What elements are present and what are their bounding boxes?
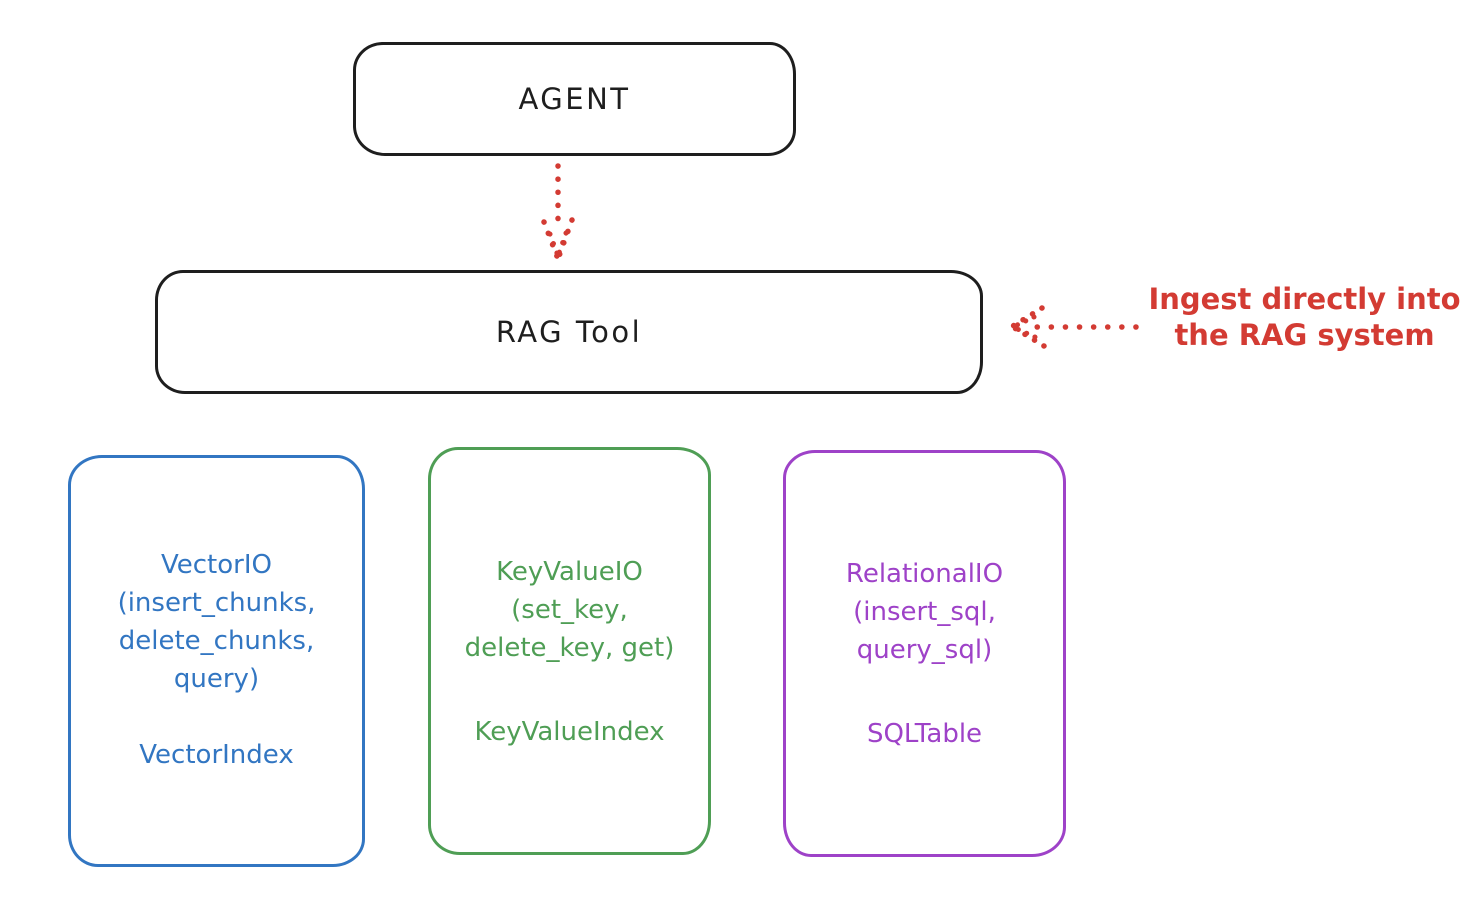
vector-io-title: VectorIO: [161, 550, 272, 580]
sql-table-label: SQLTable: [866, 719, 983, 749]
arrow-left-icon: [1010, 305, 1139, 349]
key-value-index-label: KeyValueIndex: [474, 717, 665, 747]
relational-io-methods-line1: (insert_sql,: [853, 597, 996, 627]
ingest-annotation: Ingest directly into the RAG system: [1132, 281, 1477, 353]
relational-io-card: RelationalIO (insert_sql, query_sql) SQL…: [783, 450, 1066, 857]
vector-io-methods-line1: (insert_chunks,: [117, 588, 316, 618]
rag-tool-node-label: RAG Tool: [495, 315, 643, 349]
vector-io-card: VectorIO (insert_chunks, delete_chunks, …: [68, 455, 365, 867]
agent-node: AGENT: [353, 42, 796, 156]
key-value-io-methods-line2: delete_key, get): [464, 633, 675, 663]
vector-io-methods-line2: delete_chunks,: [118, 626, 315, 656]
key-value-io-methods-line1: (set_key,: [511, 595, 628, 625]
key-value-io-title: KeyValueIO: [496, 557, 643, 587]
relational-io-title: RelationalIO: [845, 559, 1004, 589]
relational-io-methods-line2: query_sql): [856, 635, 993, 665]
agent-node-label: AGENT: [518, 82, 631, 116]
arrow-down-icon: [541, 163, 575, 262]
ingest-annotation-line2: the RAG system: [1174, 318, 1435, 352]
ingest-annotation-line1: Ingest directly into: [1148, 282, 1461, 316]
vector-index-label: VectorIndex: [139, 740, 294, 770]
key-value-io-card: KeyValueIO (set_key, delete_key, get) Ke…: [428, 447, 711, 855]
vector-io-methods-line3: query): [173, 664, 260, 694]
rag-tool-node: RAG Tool: [155, 270, 983, 394]
